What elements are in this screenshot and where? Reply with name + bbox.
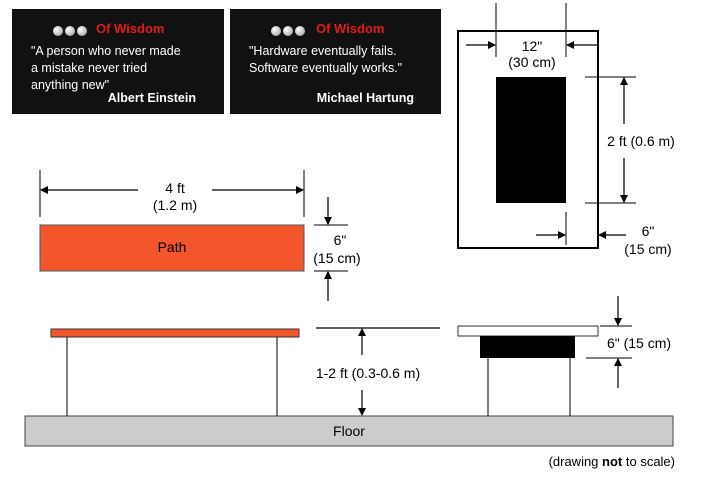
quote-line: a mistake never tried <box>31 61 148 75</box>
scale-note-bold: not <box>602 454 623 469</box>
bullet-dots-icon <box>271 23 307 36</box>
width-label-metric: (1.2 m) <box>153 197 197 213</box>
top-margin-label: 6" <box>642 223 655 239</box>
side-thickness-label: 6" (15 cm) <box>607 335 671 351</box>
height-label: 1-2 ft (0.3-0.6 m) <box>316 365 420 381</box>
scale-note-suffix: to scale) <box>622 454 675 469</box>
thickness-label: 6" <box>334 232 347 248</box>
top-view-board <box>496 77 566 203</box>
quote-author: Michael Hartung <box>316 91 414 105</box>
top-margin-label-metric: (15 cm) <box>624 241 671 257</box>
scale-note-prefix: (drawing <box>549 454 602 469</box>
quote-text: "Hardware eventually fails. Software eve… <box>249 43 402 77</box>
raised-path-board <box>50 328 300 338</box>
quote-text: "A person who never made a mistake never… <box>31 43 181 94</box>
quote-author: Albert Einstein <box>107 91 196 105</box>
bench-top-board <box>457 325 599 337</box>
floor-label: Floor <box>333 423 365 439</box>
quote-line: Software eventually works." <box>249 61 403 75</box>
quote-line: anything new" <box>31 78 110 92</box>
top-view-outline <box>457 30 599 249</box>
top-width-label-metric: (30 cm) <box>508 54 555 70</box>
path-label: Path <box>158 239 187 255</box>
width-label: 4 ft <box>165 180 185 196</box>
bench-support-block <box>480 336 575 358</box>
quote-card-hartung: Of Wisdom "Hardware eventually fails. So… <box>230 9 441 114</box>
path-plank <box>39 224 305 272</box>
scale-note: (drawing not to scale) <box>549 454 675 469</box>
floor <box>24 415 674 447</box>
top-length-label: 2 ft (0.6 m) <box>607 133 675 149</box>
thickness-label-metric: (15 cm) <box>313 250 360 266</box>
quote-heading: Of Wisdom <box>316 21 385 36</box>
bullet-dots-icon <box>53 23 89 36</box>
quote-line: "A person who never made <box>31 44 181 58</box>
top-width-label: 12" <box>522 38 543 54</box>
quote-heading: Of Wisdom <box>96 21 165 36</box>
quote-card-einstein: Of Wisdom "A person who never made a mis… <box>12 9 224 114</box>
quote-line: "Hardware eventually fails. <box>249 44 397 58</box>
